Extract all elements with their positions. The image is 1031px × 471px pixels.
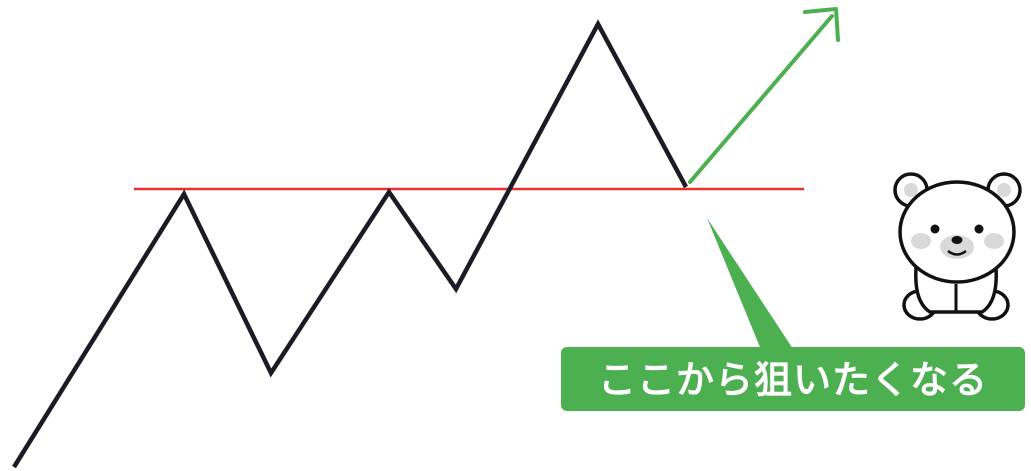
bear-mascot-icon: [893, 172, 1022, 321]
price-zigzag-line: [12, 19, 688, 469]
callout-box: [561, 347, 1025, 411]
arrow-up-right-icon: [688, 7, 840, 184]
callout-label: ここから狙いたくなる: [598, 358, 988, 402]
callout-pointer: [707, 218, 795, 352]
